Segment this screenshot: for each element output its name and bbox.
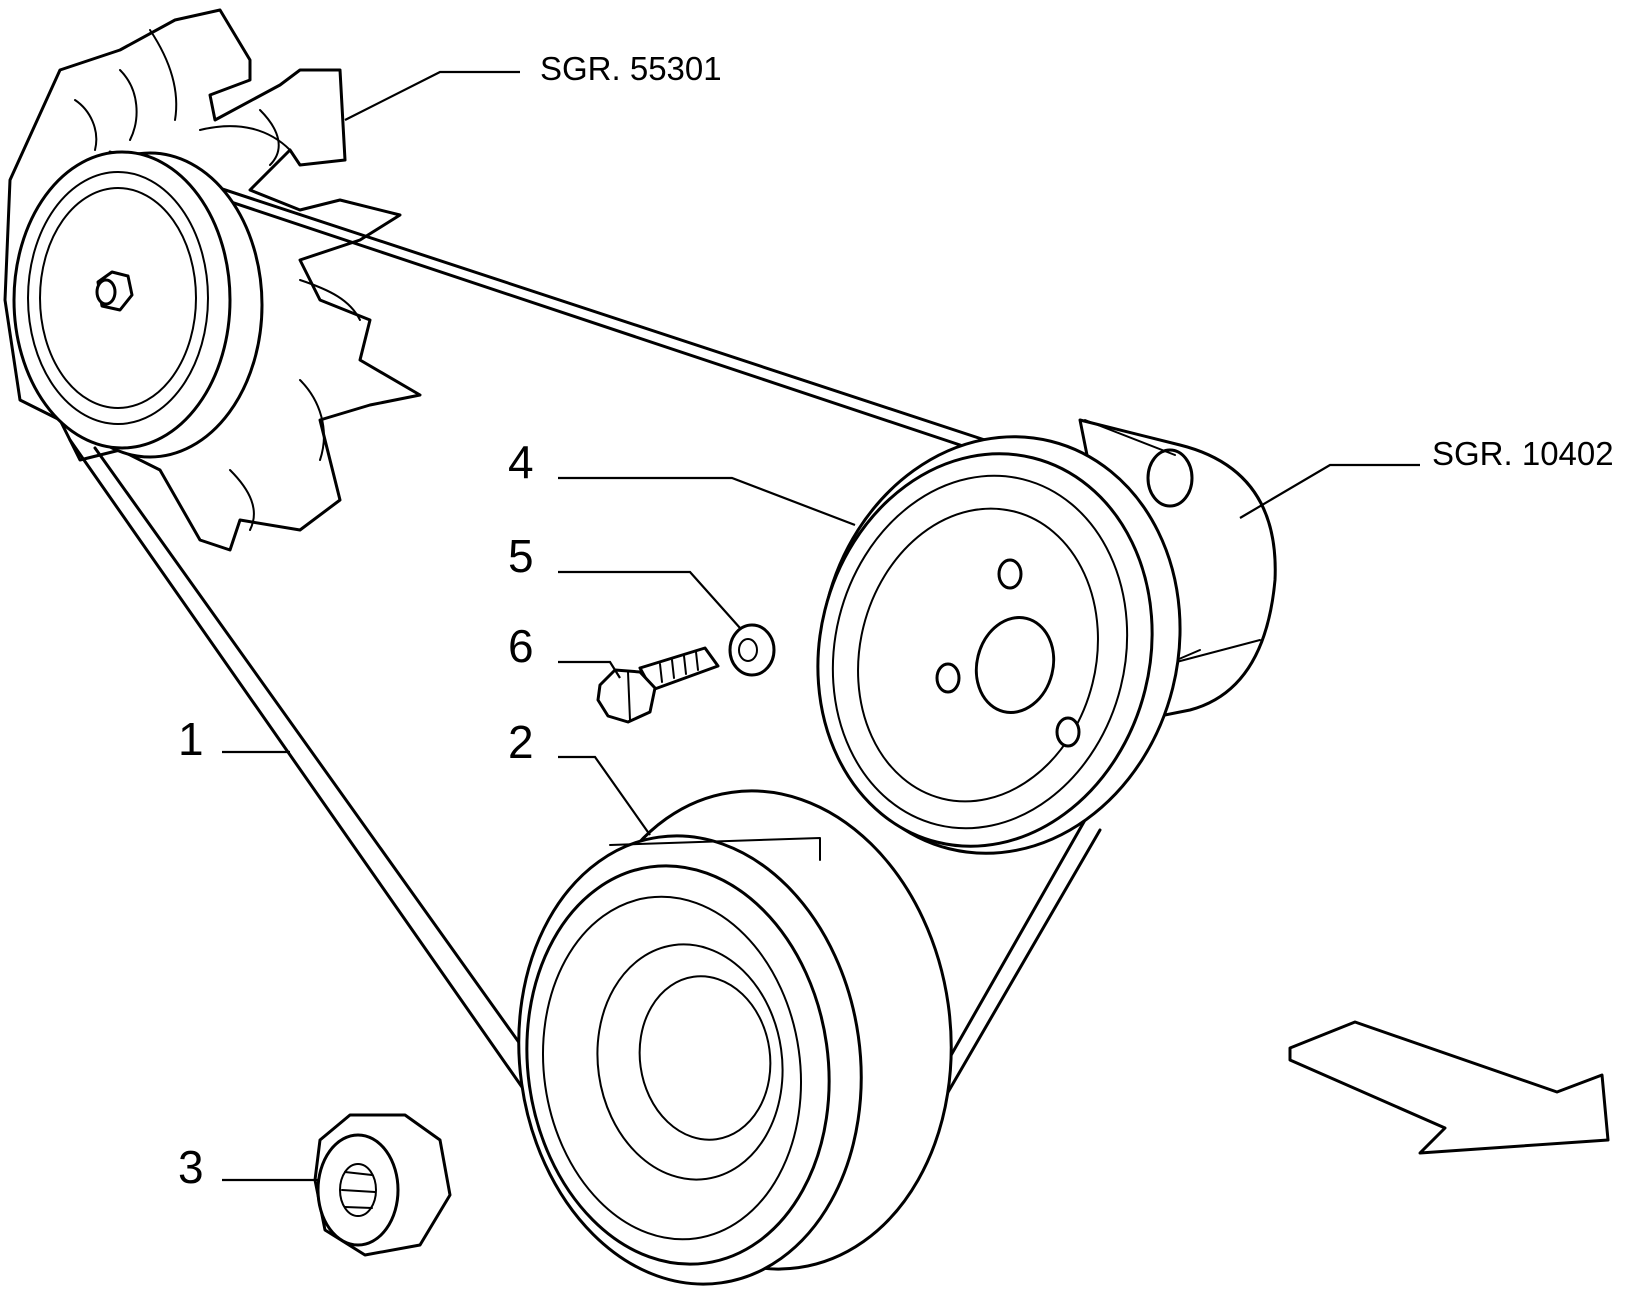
washer [728,623,776,677]
direction-arrow-icon [1288,1020,1610,1155]
callout-2: 2 [508,716,534,768]
callout-4: 4 [508,436,534,488]
water-pump-pulley [816,435,1182,855]
callout-3: 3 [178,1141,204,1193]
nut [313,1113,452,1257]
crankshaft-pulley [517,789,953,1286]
callout-5: 5 [508,530,534,582]
callout-6: 6 [508,620,534,672]
reference-alternator: SGR. 55301 [540,50,722,87]
reference-water-pump: SGR. 10402 [1432,435,1614,472]
bolt [596,646,720,724]
alternator-pulley [12,150,264,459]
callout-1: 1 [178,713,204,765]
leader-lines [222,70,1420,1182]
